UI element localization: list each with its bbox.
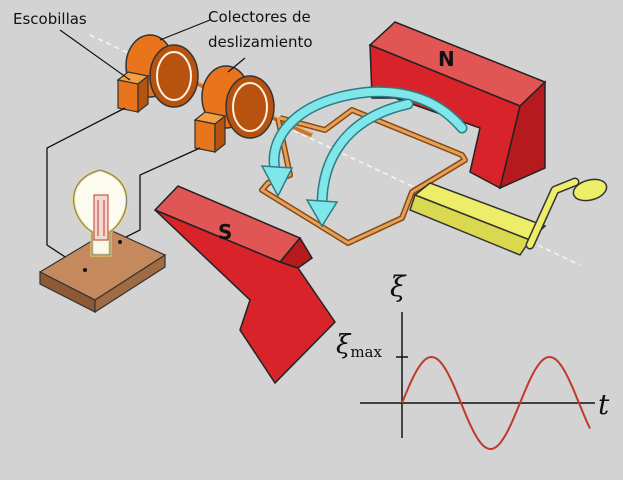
- emf-graph: [360, 312, 595, 451]
- lamp: [38, 168, 167, 314]
- emf-sine-wave: [401, 355, 591, 451]
- magnetic-field-arrows: [260, 86, 468, 228]
- south-pole-label: S: [218, 220, 233, 244]
- armature-coil: [259, 107, 468, 246]
- slip-rings-leader-line-2: [227, 57, 246, 73]
- graph-max-symbol: ξ: [336, 330, 351, 360]
- brushes-leader-line: [59, 29, 131, 81]
- south-magnet: [153, 185, 336, 385]
- slip-ring-2: [201, 65, 275, 139]
- slip-rings-leader-line: [159, 19, 211, 41]
- brush-2: [193, 111, 227, 154]
- graph-x-symbol: t: [598, 388, 610, 421]
- slip-rings-label-line1: Colectores de: [208, 8, 311, 26]
- graph-max-subscript: max: [350, 343, 382, 361]
- brush-1: [116, 71, 150, 114]
- wire-2: [119, 147, 201, 241]
- crank-handle: [409, 177, 608, 256]
- north-pole-label: N: [438, 47, 455, 71]
- slip-rings-label-line2: deslizamiento: [208, 33, 313, 51]
- brushes-label: Escobillas: [13, 10, 87, 28]
- north-magnet: [368, 21, 547, 190]
- graph-max-label: ξmax: [336, 330, 382, 361]
- graph-y-symbol: ξ: [390, 270, 406, 303]
